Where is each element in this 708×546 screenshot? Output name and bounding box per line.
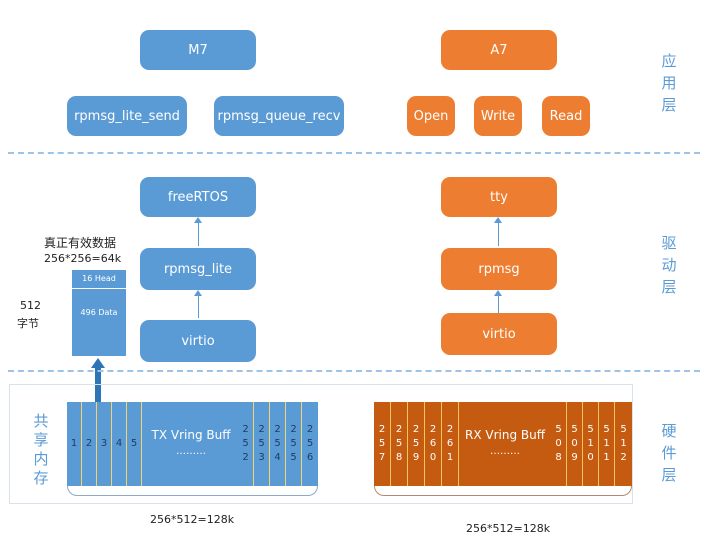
rx-vring-label: RX Vring Buff <box>465 428 545 442</box>
arrow-rpmsg-to-tty <box>494 217 502 246</box>
tx-cell-text: 2 5 3 <box>258 424 265 463</box>
shared-memory-frame <box>9 384 633 504</box>
tx-cell-stacked: 2 5 6 <box>302 402 318 486</box>
tx-cell-stacked: 2 5 4 <box>270 402 286 486</box>
rx-cell-stacked: 5 0 9 <box>567 402 583 486</box>
rx-cell-text: 2 5 9 <box>412 424 420 463</box>
tx-cell-text: 2 <box>85 438 93 449</box>
tx-cell-stacked: 2 5 2 <box>238 402 254 486</box>
rx-cell-stacked: 5 1 0 <box>583 402 599 486</box>
arrow-virtio-to-rpmsg <box>494 290 502 314</box>
rx-cell-text: 5 0 8 <box>555 424 562 463</box>
rpmsg-box: rpmsg <box>441 248 557 290</box>
rx-ellipsis: ……… <box>490 446 520 457</box>
rx-cell-text: 5 1 2 <box>620 424 627 463</box>
divider-app-driver <box>8 152 700 154</box>
virtio-right-box: virtio <box>441 313 557 355</box>
virtio-left-box: virtio <box>140 320 256 362</box>
tx-cell: 2 <box>82 402 97 486</box>
shared-memory-label: 共 享 内 存 <box>33 412 49 487</box>
message-size-number: 512 <box>20 299 41 312</box>
rx-cell-stacked: 2 5 9 <box>408 402 425 486</box>
data-section: 496 Data <box>80 308 118 317</box>
rx-cell-text: 2 5 7 <box>378 424 386 463</box>
tx-cell: 5 <box>127 402 142 486</box>
message-buffer: 16 Head 496 Data <box>72 270 126 356</box>
rx-cell-text: 2 6 1 <box>446 424 454 463</box>
tx-cell-text: 2 5 2 <box>242 424 249 463</box>
m7-box: M7 <box>140 30 256 70</box>
valid-data-size: 256*256=64k <box>44 252 122 265</box>
tx-brace <box>67 486 318 496</box>
tty-box: tty <box>441 177 557 217</box>
app-layer-label: 应 用 层 <box>661 52 677 114</box>
write-box: Write <box>474 96 522 136</box>
arrow-rpmsg-lite-to-freertos <box>194 217 202 246</box>
rx-cell-stacked: 5 1 2 <box>615 402 632 486</box>
rx-cell-stacked: 2 5 8 <box>391 402 408 486</box>
tx-ellipsis: ……… <box>176 446 206 457</box>
rpmsg-queue-recv-box: rpmsg_queue_recv <box>214 96 344 136</box>
tx-cell-text: 4 <box>115 438 123 449</box>
rpmsg-lite-box: rpmsg_lite <box>140 248 256 290</box>
rx-cell-stacked: 5 0 8 <box>551 402 567 486</box>
rx-cell-stacked: 2 6 0 <box>425 402 442 486</box>
message-size-unit: 字节 <box>17 317 39 330</box>
rx-cell-text: 5 1 1 <box>603 424 610 463</box>
tx-cell-stacked: 2 5 3 <box>254 402 270 486</box>
tx-cell-stacked: 2 5 5 <box>286 402 302 486</box>
tx-cell-text: 2 5 6 <box>306 424 314 463</box>
tx-cell-text: 1 <box>70 438 78 449</box>
read-box: Read <box>542 96 590 136</box>
rx-cell-stacked: 2 5 7 <box>374 402 391 486</box>
rx-cell-text: 5 1 0 <box>587 424 594 463</box>
rx-brace <box>374 486 632 496</box>
a7-box: A7 <box>441 30 557 70</box>
tx-size: 256*512=128k <box>150 513 235 526</box>
hardware-layer-label: 硬 件 层 <box>661 422 677 484</box>
rx-cell-text: 5 0 9 <box>571 424 578 463</box>
tx-vring-label: TX Vring Buff <box>151 428 231 442</box>
tx-cell-text: 2 5 4 <box>274 424 281 463</box>
rpmsg-lite-send-box: rpmsg_lite_send <box>67 96 187 136</box>
rx-cell-text: 2 5 8 <box>395 424 403 463</box>
tx-cell-text: 2 5 5 <box>290 424 297 463</box>
thick-arrow-head <box>91 358 105 368</box>
tx-cell-text: 5 <box>130 438 138 449</box>
freertos-box: freeRTOS <box>140 177 256 217</box>
tx-cell-text: 3 <box>100 438 108 449</box>
head-section: 16 Head <box>72 270 126 289</box>
tx-cell: 4 <box>112 402 127 486</box>
rx-cell-text: 2 6 0 <box>429 424 437 463</box>
rx-size: 256*512=128k <box>466 522 551 535</box>
rx-vring-buff <box>374 402 632 486</box>
arrow-virtio-to-rpmsg-lite <box>194 290 202 318</box>
valid-data-title: 真正有效数据 <box>44 236 117 250</box>
rx-cell-stacked: 2 6 1 <box>442 402 459 486</box>
tx-cell: 1 <box>67 402 82 486</box>
tx-cell: 3 <box>97 402 112 486</box>
divider-driver-hardware <box>8 370 700 372</box>
driver-layer-label: 驱 动 层 <box>661 234 677 296</box>
open-box: Open <box>407 96 455 136</box>
rx-cell-stacked: 5 1 1 <box>599 402 615 486</box>
tx-vring-buff <box>67 402 318 486</box>
